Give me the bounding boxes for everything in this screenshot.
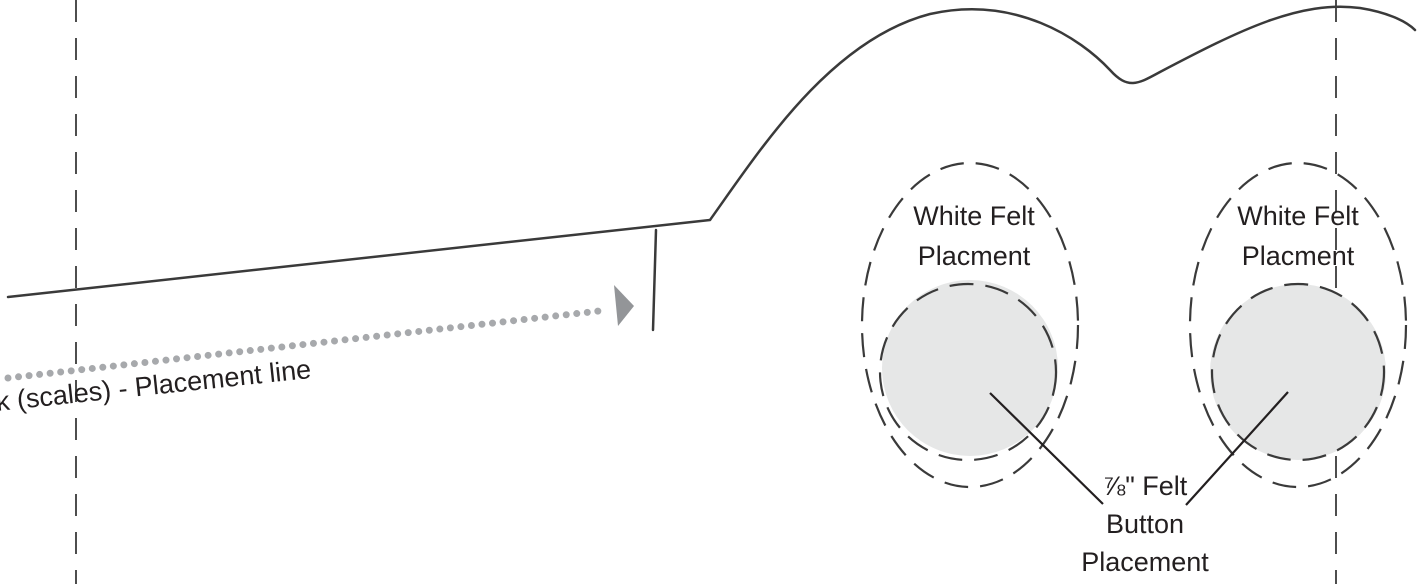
left-button-fill [882,280,1058,456]
arrowhead-icon [614,285,634,326]
right-leader-line [1185,391,1289,506]
instrument-outline [6,5,1417,299]
left-leader-line [989,392,1104,505]
left-button-outline [878,282,1058,462]
left-felt-label-line1: White Felt [913,201,1035,231]
button-label-line3: Placement [1081,547,1209,577]
left-felt-label-line2: Placment [918,241,1031,271]
right-button-fill [1210,284,1386,460]
right-felt-label-line2: Placment [1242,241,1355,271]
right-felt-outline [1188,161,1408,489]
right-felt-group: White Felt Placment [1188,161,1408,489]
button-label-line2: Button [1106,509,1184,539]
right-button-outline [1210,282,1386,462]
left-felt-outline [860,161,1080,489]
left-felt-group: White Felt Placment [860,161,1080,489]
button-label-line1: ⅞" Felt [1103,471,1188,501]
placement-tick [651,228,658,332]
right-felt-label-line1: White Felt [1237,201,1359,231]
